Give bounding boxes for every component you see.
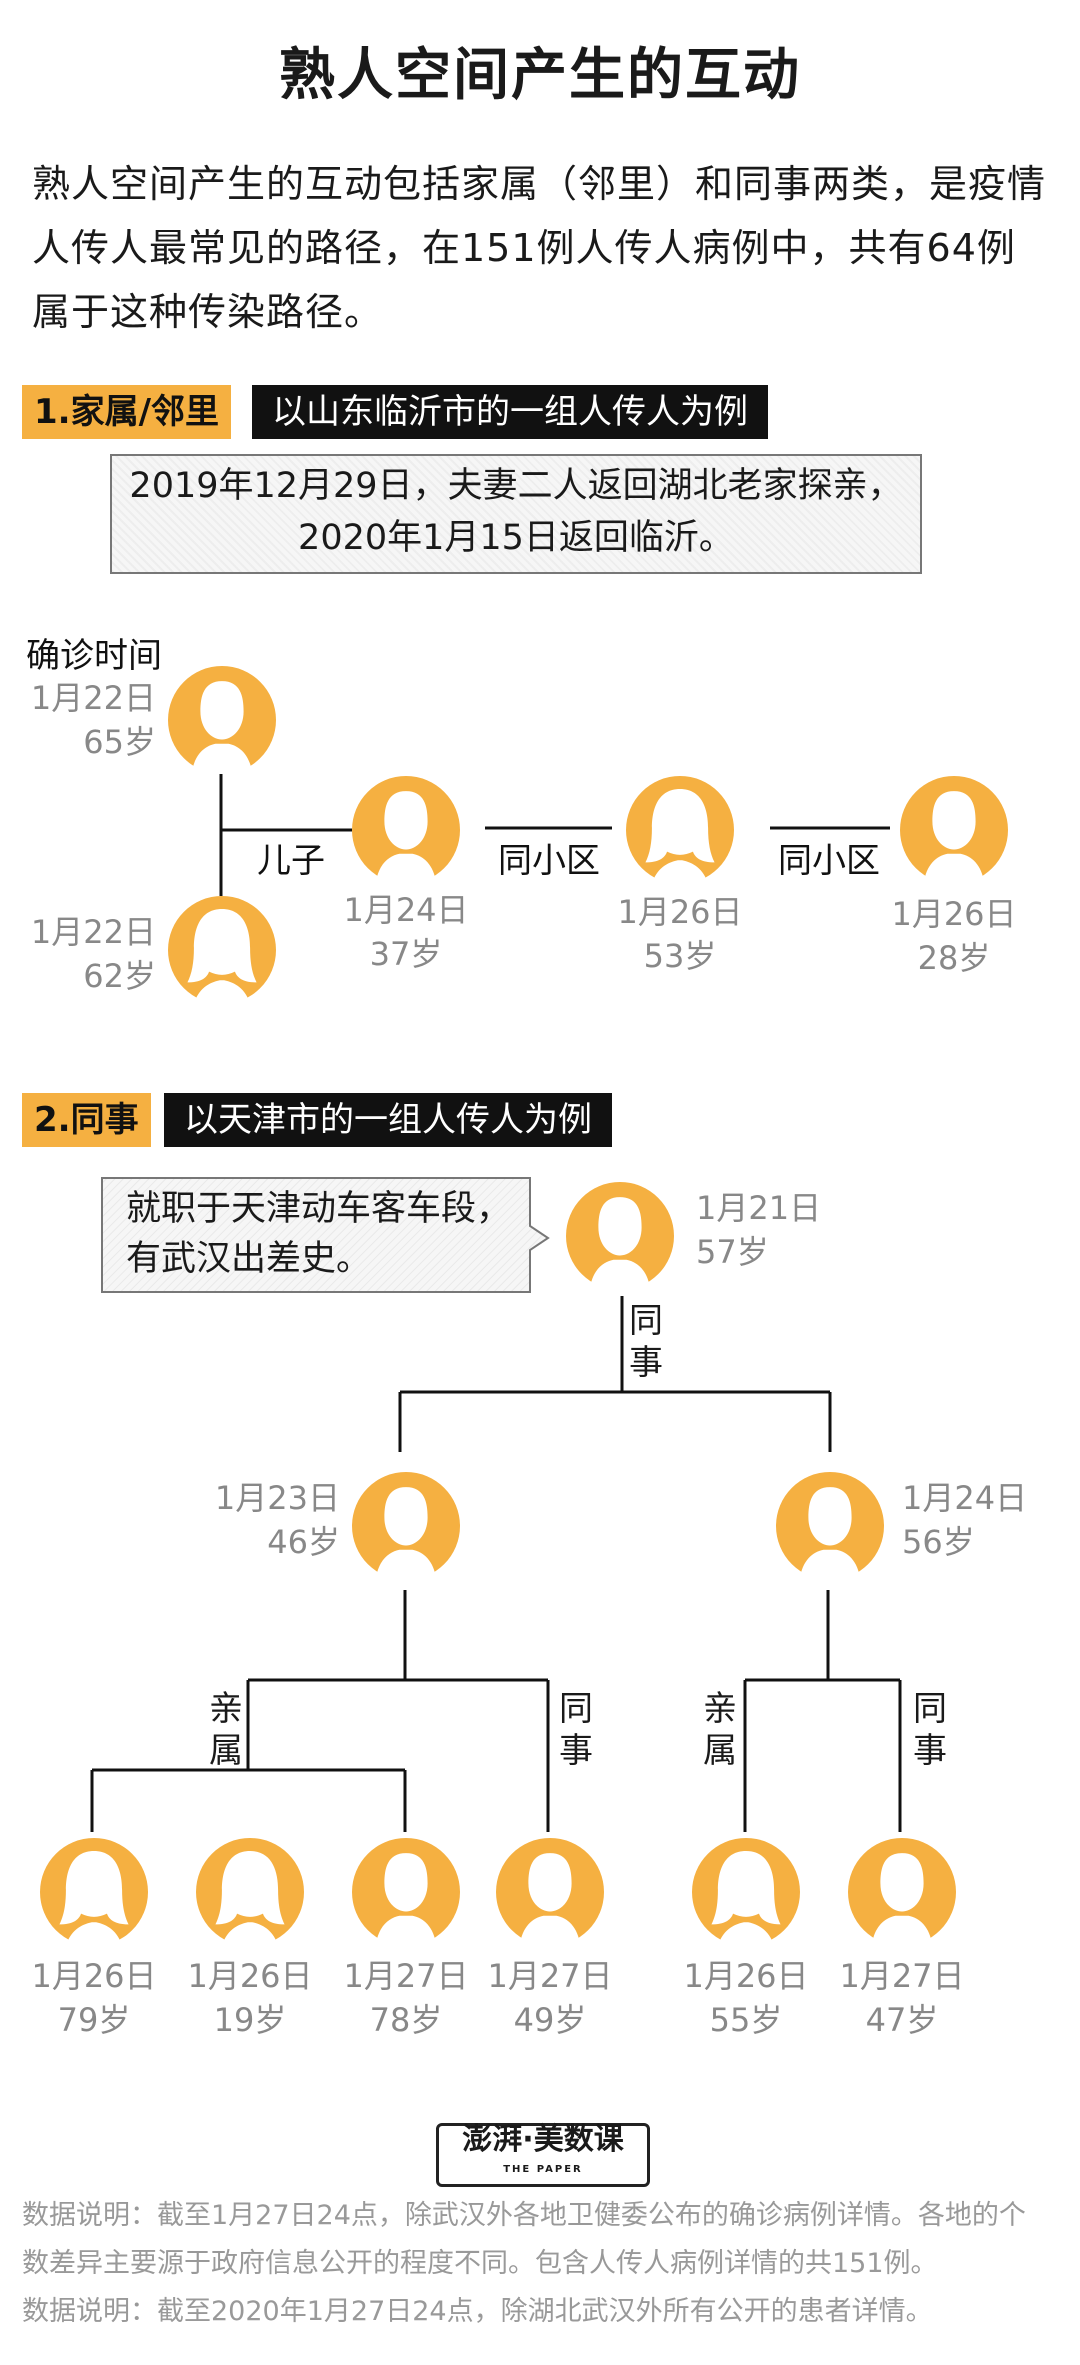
section2-note-bubble xyxy=(101,1177,550,1293)
s2-leaf1-age: 79岁 xyxy=(57,2001,131,2039)
relation-son: 儿子 xyxy=(257,841,325,881)
s1-p5-date: 1月26日 xyxy=(891,895,1017,933)
brand-logo: 澎湃·美数课 THE PAPER xyxy=(436,2123,650,2187)
relation-neighbor-1: 同小区 xyxy=(498,841,600,881)
s2-leaf3-age: 78岁 xyxy=(369,2001,443,2039)
s2-leaf2-date: 1月26日 xyxy=(187,1957,313,1995)
s2-leaf2-age: 19岁 xyxy=(213,2001,287,2039)
s2-leaf6-date: 1月27日 xyxy=(839,1957,965,1995)
person-icon-male xyxy=(776,1472,884,1580)
s2-mid1-date: 1月23日 xyxy=(214,1479,340,1517)
s1-p5-label: 1月26日 28岁 xyxy=(874,892,1034,980)
section2-note: 就职于天津动车客车段， 有武汉出差史。 xyxy=(126,1184,526,1284)
person-icon-male xyxy=(848,1838,956,1946)
s1-p3-age: 37岁 xyxy=(369,935,443,973)
person-icon-male xyxy=(566,1182,674,1290)
rel-b1-char2: 属 xyxy=(703,1731,737,1771)
s2-leaf6-age: 47岁 xyxy=(865,2001,939,2039)
rel-a2-char2: 事 xyxy=(559,1731,593,1771)
s1-p1-age: 65岁 xyxy=(83,723,156,761)
section1-note-line1: 2019年12月29日，夫妻二人返回湖北老家探亲， xyxy=(129,466,903,506)
s1-p3-date: 1月24日 xyxy=(343,891,469,929)
person-icon-male xyxy=(352,1472,460,1580)
section1-note: 2019年12月29日，夫妻二人返回湖北老家探亲， 2020年1月15日返回临沂… xyxy=(110,454,922,574)
s2-mid2-label: 1月24日 56岁 xyxy=(902,1476,1072,1564)
relation-relatives-b: 亲 属 xyxy=(700,1688,740,1772)
s1-p1-label: 1月22日 65岁 xyxy=(10,676,156,764)
footer-note1-line2: 数差异主要源于政府信息公开的程度不同。包含人传人病例详情的共151例。 xyxy=(22,2248,938,2279)
s1-p4-date: 1月26日 xyxy=(617,893,743,931)
s1-p4-age: 53岁 xyxy=(643,937,717,975)
section2-tag: 2.同事 xyxy=(22,1093,151,1147)
s1-p3-label: 1月24日 37岁 xyxy=(326,888,486,976)
s2-leaf6-label: 1月27日 47岁 xyxy=(822,1954,982,2042)
s2-leaf2-label: 1月26日 19岁 xyxy=(170,1954,330,2042)
person-icon-male xyxy=(352,1838,460,1946)
relation-colleague-b: 同 事 xyxy=(910,1688,950,1772)
page-title: 熟人空间产生的互动 xyxy=(279,43,801,108)
section1-tag: 1.家属/邻里 xyxy=(22,385,231,439)
rel-a2-char1: 同 xyxy=(559,1689,593,1729)
footer-notes: 数据说明：截至1月27日24点，除武汉外各地卫健委公布的确诊病例详情。各地的个 … xyxy=(22,2192,1062,2336)
s2-leaf1-date: 1月26日 xyxy=(31,1957,157,1995)
rel-b2-char1: 同 xyxy=(913,1689,947,1729)
section1-note-line2: 2020年1月15日返回临沂。 xyxy=(298,518,734,558)
s2-mid1-label: 1月23日 46岁 xyxy=(170,1476,340,1564)
s2-root-date: 1月21日 xyxy=(696,1189,822,1227)
legend-diagnosis-time: 确诊时间 xyxy=(26,636,162,676)
person-icon-female xyxy=(692,1838,800,1946)
intro-text: 熟人空间产生的互动包括家属（邻里）和同事两类，是疫情人传人最常见的路径，在151… xyxy=(32,162,1047,334)
relation-colleague-root: 同 事 xyxy=(626,1300,666,1384)
s2-leaf3-date: 1月27日 xyxy=(343,1957,469,1995)
brand-logo-sub: THE PAPER xyxy=(503,2164,583,2175)
s2-leaf5-label: 1月26日 55岁 xyxy=(666,1954,826,2042)
s1-p1-date: 1月22日 xyxy=(30,679,156,717)
relation-colleague-a: 同 事 xyxy=(556,1688,596,1772)
person-icon-male xyxy=(496,1838,604,1946)
footer-note2: 数据说明：截至2020年1月27日24点，除湖北武汉外所有公开的患者详情。 xyxy=(22,2296,933,2327)
rel-a1-char1: 亲 xyxy=(209,1689,243,1729)
s1-p4-label: 1月26日 53岁 xyxy=(600,890,760,978)
s2-leaf5-date: 1月26日 xyxy=(683,1957,809,1995)
s2-mid1-age: 46岁 xyxy=(267,1523,340,1561)
relation-relatives-a: 亲 属 xyxy=(206,1688,246,1772)
section1-connectors xyxy=(219,760,890,896)
section1-title-bar: 以山东临沂市的一组人传人为例 xyxy=(252,385,768,439)
relation-neighbor-2: 同小区 xyxy=(778,841,880,881)
s2-mid2-age: 56岁 xyxy=(902,1523,975,1561)
s2-leaf4-label: 1月27日 49岁 xyxy=(470,1954,630,2042)
brand-logo-text: 澎湃·美数课 xyxy=(462,2122,624,2157)
section2-note-line1: 就职于天津动车客车段， xyxy=(126,1189,512,1229)
s2-leaf5-age: 55岁 xyxy=(709,2001,783,2039)
s2-root-age: 57岁 xyxy=(696,1233,769,1271)
person-icon-female xyxy=(196,1838,304,1946)
section2-note-line2: 有武汉出差史。 xyxy=(126,1239,372,1279)
s1-p2-label: 1月22日 62岁 xyxy=(10,910,156,998)
s2-mid2-date: 1月24日 xyxy=(902,1479,1028,1517)
section2-connectors xyxy=(90,1296,902,1832)
s2-leaf3-label: 1月27日 78岁 xyxy=(326,1954,486,2042)
s1-p5-age: 28岁 xyxy=(917,939,991,977)
section2-title-bar: 以天津市的一组人传人为例 xyxy=(164,1093,612,1147)
rel-root-char2: 事 xyxy=(629,1343,663,1383)
s2-leaf4-date: 1月27日 xyxy=(487,1957,613,1995)
rel-root-char1: 同 xyxy=(629,1301,663,1341)
s2-leaf4-age: 49岁 xyxy=(513,2001,587,2039)
person-icon-female xyxy=(40,1838,148,1946)
s1-p2-date: 1月22日 xyxy=(30,913,156,951)
s1-p2-age: 62岁 xyxy=(83,957,156,995)
s2-root-label: 1月21日 57岁 xyxy=(696,1186,876,1274)
rel-b1-char1: 亲 xyxy=(703,1689,737,1729)
s2-leaf1-label: 1月26日 79岁 xyxy=(14,1954,174,2042)
rel-b2-char2: 事 xyxy=(913,1731,947,1771)
rel-a1-char2: 属 xyxy=(209,1731,243,1771)
footer-note1-line1: 数据说明：截至1月27日24点，除武汉外各地卫健委公布的确诊病例详情。各地的个 xyxy=(22,2200,1026,2231)
